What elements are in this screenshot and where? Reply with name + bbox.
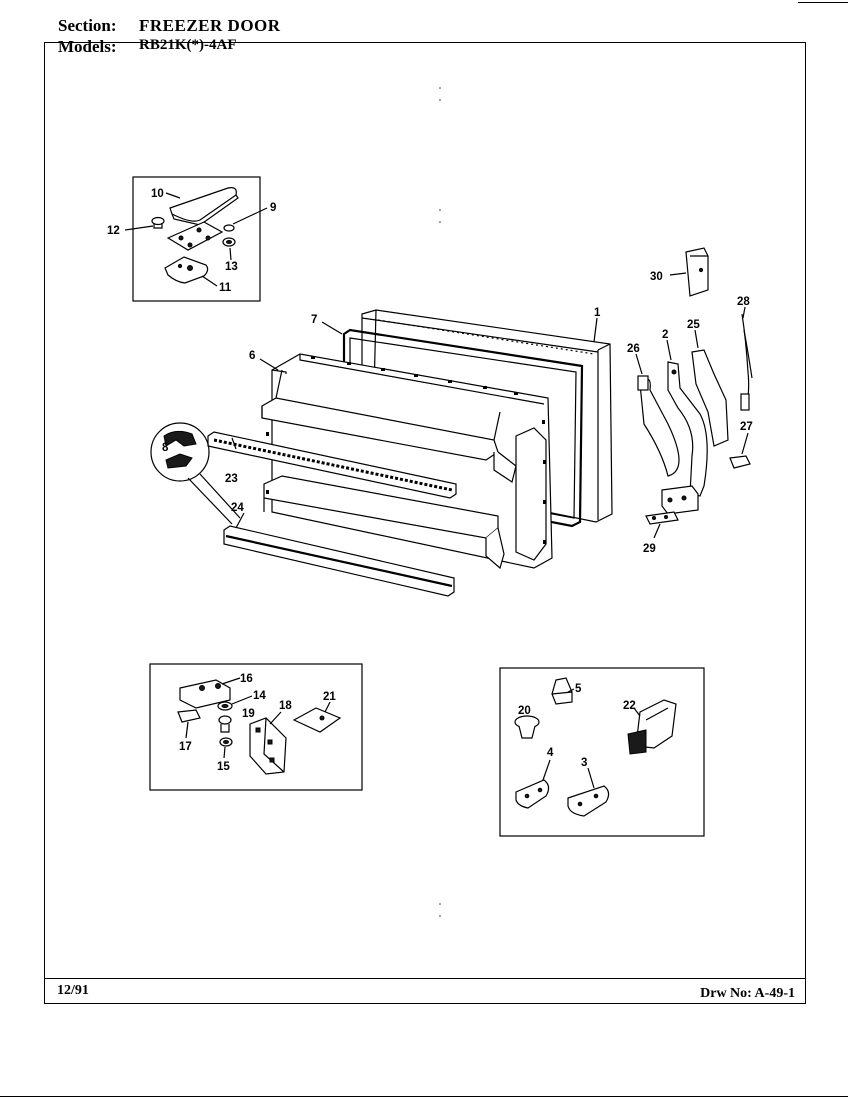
screw-19-part [218,715,232,733]
hinge-arm-part [666,339,708,497]
callout-23: 23 [225,473,238,485]
screw-part [151,216,165,229]
inset-misc-hardware [499,667,705,837]
callout-9: 9 [270,202,276,214]
hinge-shim-part [645,511,679,539]
section-title: FREEZER DOOR [139,16,281,35]
callout-4: 4 [547,747,554,759]
callout-26: 26 [627,343,640,355]
registration-marks [439,87,441,917]
callout-20: 20 [518,705,531,717]
callout-16: 16 [240,673,253,685]
callout-28: 28 [737,296,750,308]
hinge-18-part [249,711,287,775]
callout-6: 6 [249,350,255,362]
washer-15-part [219,737,233,759]
inner-door-liner [261,353,553,570]
washer-part [222,224,236,247]
callout-27: 27 [740,421,753,433]
hinge-16-part [179,677,241,709]
callout-24: 24 [231,502,244,514]
rail-clip-detail [150,422,241,525]
callout-13: 13 [225,261,238,273]
callout-19: 19 [242,708,255,720]
models-label: Models: [58,37,117,56]
footer-divider [45,978,805,979]
callout-30: 30 [650,271,663,283]
callout-14: 14 [253,690,266,702]
hinge-bracket-25 [691,329,729,447]
page-bottom-rule [0,1096,848,1097]
plug-5-part [551,677,575,705]
hinge-cable-part [740,306,753,411]
hinge-cover-part [169,187,239,226]
bottom-hinge-block [661,485,699,515]
bottom-trim-strip [223,525,455,597]
clip-22-part [627,699,677,755]
callout-2: 2 [662,329,668,341]
drawing-date: 12/91 [57,983,89,998]
hinge-21-part [292,701,342,733]
hinge-cap-part [669,247,709,297]
hinge-pad-part [729,432,751,469]
callout-18: 18 [279,700,292,712]
callout-1: 1 [594,307,601,319]
callout-25: 25 [687,319,700,331]
door-strap-part [635,353,680,477]
plug-20-part [514,715,540,739]
inset-hinge-hardware [149,663,363,791]
callout-10: 10 [151,188,164,200]
models-value: RB21K(*)-4AF [139,37,237,53]
washer-14-part [217,695,253,711]
clip-3-part [567,767,610,817]
callout-8: 8 [162,442,169,454]
callout-11: 11 [219,282,232,294]
callout-3: 3 [581,757,587,769]
callout-17: 17 [179,741,192,753]
callout-15: 15 [217,761,230,773]
inset-hinge-cover-kit [124,176,268,302]
door-assembly [150,309,613,597]
callout-labels: 1 2 3 4 5 6 7 8 9 10 11 12 13 14 15 16 1… [107,188,753,773]
right-hinge-parts [635,247,753,539]
callout-7: 7 [311,314,317,326]
callout-5: 5 [575,683,582,695]
hinge-plate-part [166,221,224,251]
corner-rule [798,2,848,3]
clip-4-part [515,759,551,809]
callout-21: 21 [323,691,336,703]
callout-22: 22 [623,700,636,712]
hinge-17-part [177,709,201,739]
callout-29: 29 [643,543,656,555]
section-label: Section: [58,16,117,35]
drawing-number: Drw No: A-49-1 [700,986,795,1001]
callout-12: 12 [107,225,120,237]
drawing-frame: 12/91 Drw No: A-49-1 [44,42,806,1004]
hinge-bracket-part [164,256,209,284]
